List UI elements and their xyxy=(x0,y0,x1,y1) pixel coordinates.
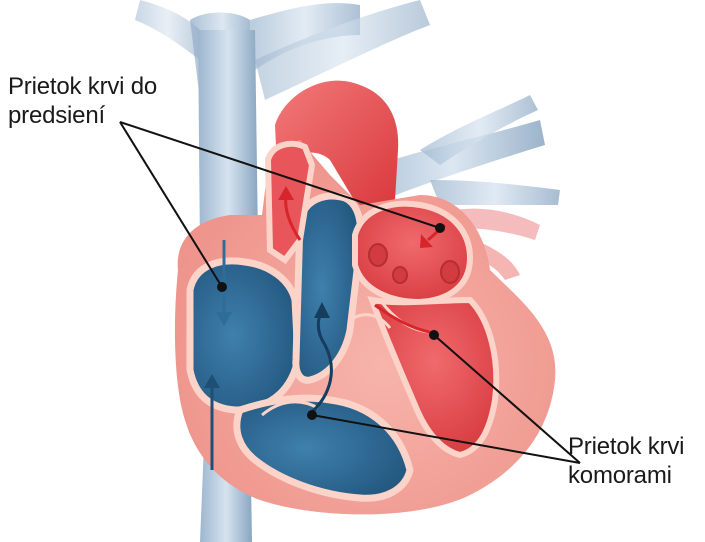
ventricles-label-line2: komorami xyxy=(568,461,704,490)
ventricles-label-line1: Prietok krvi xyxy=(568,432,704,461)
ventricles-flow-label: Prietok krvi komorami xyxy=(568,432,704,490)
atria-flow-label: Prietok krvi do predsiení xyxy=(8,72,208,130)
atria-label-line2: predsiení xyxy=(8,101,208,130)
atria-label-line1: Prietok krvi do xyxy=(8,72,208,101)
